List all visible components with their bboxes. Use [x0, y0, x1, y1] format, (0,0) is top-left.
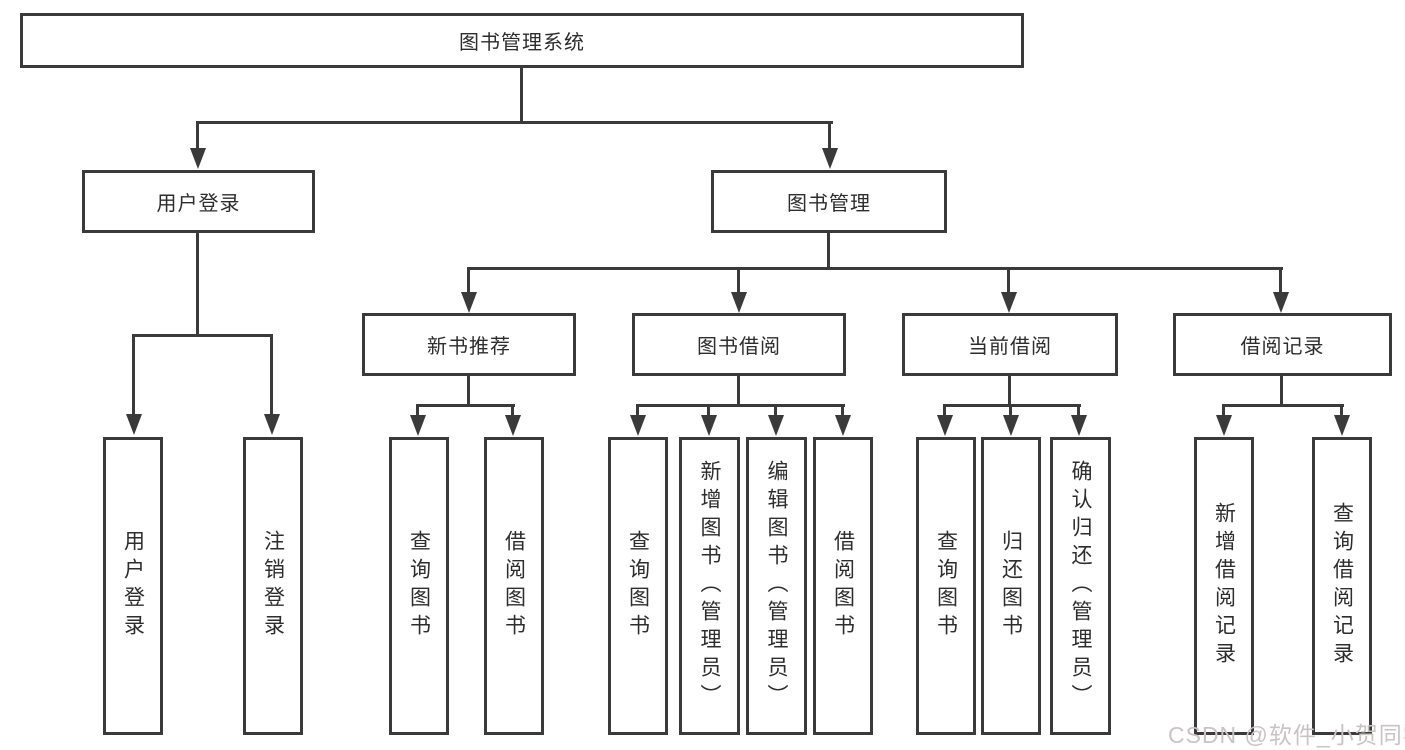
node-borrowing-records-label: 借阅记录 — [1240, 336, 1325, 358]
leaf-edit-books-admin: 编辑图书（管理员） — [746, 437, 807, 735]
leaf-current-query-books: 查询图书 — [916, 437, 976, 735]
node-book-borrowing-label: 图书借阅 — [697, 336, 781, 358]
leaf-query-borrow-record-label: 查询借阅记录 — [1330, 502, 1354, 670]
leaf-recommend-query-books-label: 查询图书 — [407, 530, 431, 642]
connector-drop-current-borrowing — [1007, 267, 1010, 295]
connector-drop-book-borrowing — [737, 267, 740, 295]
leaf-return-books-label: 归还图书 — [999, 530, 1023, 642]
leaf-add-books-admin-label: 新增图书（管理员） — [698, 460, 721, 712]
node-current-borrowing: 当前借阅 — [902, 313, 1118, 376]
arrow-down-icon — [505, 415, 521, 436]
leaf-add-borrow-record-label: 新增借阅记录 — [1212, 502, 1236, 670]
arrow-down-icon — [190, 148, 206, 169]
leaf-logout-label: 注销登录 — [261, 530, 285, 642]
leaf-confirm-return-admin-label: 确认归还（管理员） — [1069, 460, 1092, 712]
arrow-down-icon — [1003, 415, 1019, 436]
leaf-borrowing-query-books: 查询图书 — [608, 437, 668, 735]
leaf-user-login: 用户登录 — [103, 437, 163, 735]
leaf-user-login-label: 用户登录 — [121, 530, 145, 642]
arrow-down-icon — [701, 415, 717, 436]
connector-drop — [416, 404, 419, 418]
connector-records-stem — [1280, 373, 1283, 407]
arrow-down-icon — [264, 414, 280, 435]
connector-userlogin-stem — [196, 230, 199, 337]
connector-drop-borrowing-records — [1279, 267, 1282, 295]
connector-drop-new-book — [467, 267, 470, 295]
arrow-down-icon — [822, 148, 838, 169]
arrow-down-icon — [731, 292, 747, 313]
node-user-login-label: 用户登录 — [156, 193, 241, 215]
leaf-borrowing-query-books-label: 查询图书 — [626, 530, 650, 642]
leaf-current-query-books-label: 查询图书 — [934, 530, 958, 642]
arrow-down-icon — [937, 415, 953, 436]
connector-drop-user-login — [196, 121, 199, 153]
leaf-recommend-borrow-books-label: 借阅图书 — [502, 530, 526, 642]
csdn-watermark: CSDN @软件_小贺同学 — [1168, 722, 1405, 748]
connector-bookmgmt-branchline — [467, 267, 1283, 270]
node-root: 图书管理系统 — [20, 13, 1024, 68]
arrow-down-icon — [1273, 292, 1289, 313]
leaf-logout: 注销登录 — [243, 437, 303, 735]
leaf-add-books-admin: 新增图书（管理员） — [679, 437, 740, 735]
arrow-down-icon — [1334, 415, 1350, 436]
connector-drop — [511, 404, 514, 418]
arrow-down-icon — [1001, 292, 1017, 313]
connector-drop — [1009, 404, 1012, 418]
node-user-login: 用户登录 — [82, 170, 315, 233]
connector-drop-leaf-logout — [270, 334, 273, 416]
leaf-query-borrow-record: 查询借阅记录 — [1312, 437, 1372, 735]
connector-current-stem — [1008, 373, 1011, 407]
arrow-down-icon — [126, 414, 142, 435]
connector-userlogin-branchline — [132, 334, 273, 337]
leaf-confirm-return-admin: 确认归还（管理员） — [1050, 437, 1111, 735]
connector-drop — [636, 404, 639, 418]
connector-drop — [943, 404, 946, 418]
leaf-borrowing-borrow-books-label: 借阅图书 — [831, 530, 855, 642]
leaf-recommend-query-books: 查询图书 — [389, 437, 449, 735]
connector-borrowing-stem — [737, 373, 740, 407]
arrow-down-icon — [1216, 415, 1232, 436]
leaf-add-borrow-record: 新增借阅记录 — [1194, 437, 1254, 735]
leaf-borrowing-borrow-books: 借阅图书 — [813, 437, 873, 735]
arrow-down-icon — [1071, 415, 1087, 436]
arrow-down-icon — [630, 415, 646, 436]
connector-drop-leaf-user-login — [132, 334, 135, 416]
arrow-down-icon — [461, 292, 477, 313]
connector-borrowing-branchline — [636, 404, 845, 407]
connector-current-branchline — [943, 404, 1081, 407]
leaf-edit-books-admin-label: 编辑图书（管理员） — [765, 460, 788, 712]
node-root-label: 图书管理系统 — [459, 32, 585, 54]
node-book-management-label: 图书管理 — [787, 193, 871, 215]
arrow-down-icon — [768, 415, 784, 436]
connector-root-stem — [520, 66, 523, 123]
node-book-borrowing: 图书借阅 — [632, 313, 846, 376]
connector-newbook-stem — [467, 373, 470, 407]
node-new-book-recommendation: 新书推荐 — [362, 313, 576, 376]
node-current-borrowing-label: 当前借阅 — [968, 336, 1052, 358]
connector-root-branchline — [196, 121, 833, 124]
connector-newbook-branchline — [416, 404, 515, 407]
connector-drop — [841, 404, 844, 418]
connector-drop — [774, 404, 777, 418]
connector-drop-book-management — [828, 121, 831, 153]
connector-bookmgmt-stem — [827, 230, 830, 270]
connector-drop — [1077, 404, 1080, 418]
node-new-book-recommendation-label: 新书推荐 — [427, 336, 511, 358]
arrow-down-icon — [410, 415, 426, 436]
leaf-return-books: 归还图书 — [981, 437, 1041, 735]
node-borrowing-records: 借阅记录 — [1173, 313, 1392, 376]
connector-records-branchline — [1222, 404, 1344, 407]
arrow-down-icon — [835, 415, 851, 436]
node-book-management: 图书管理 — [711, 170, 947, 233]
connector-drop — [1222, 404, 1225, 418]
leaf-recommend-borrow-books: 借阅图书 — [484, 437, 544, 735]
connector-drop — [707, 404, 710, 418]
connector-drop — [1340, 404, 1343, 418]
